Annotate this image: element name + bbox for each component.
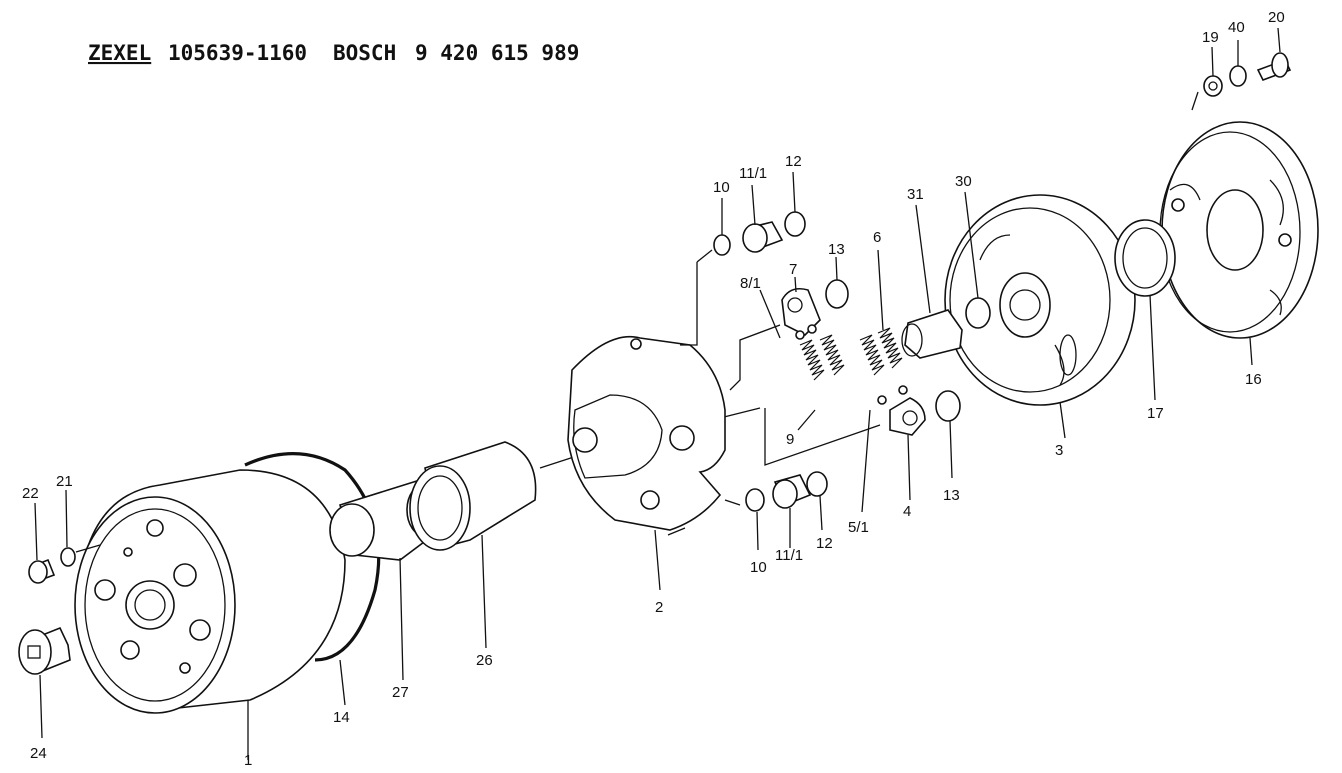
label-10-upper: 10 bbox=[713, 179, 730, 196]
label-40: 40 bbox=[1228, 19, 1245, 36]
sleeve-part-26 bbox=[409, 441, 537, 649]
flyweight-carrier-part-2 bbox=[567, 262, 726, 591]
label-5-1: 5/1 bbox=[848, 519, 869, 536]
bolt-part-20 bbox=[1256, 27, 1292, 81]
bushing-part-11-1-lower bbox=[772, 474, 812, 548]
label-14: 14 bbox=[333, 709, 350, 726]
shim-part-13-upper bbox=[825, 256, 849, 309]
spring-part-6 bbox=[859, 249, 903, 376]
screw-part-22 bbox=[28, 502, 56, 584]
pin-part-10-lower bbox=[745, 488, 765, 551]
label-4: 4 bbox=[903, 503, 911, 520]
plug-part-24 bbox=[18, 626, 71, 739]
bushing-part-30 bbox=[964, 191, 991, 329]
label-8-1: 8/1 bbox=[740, 275, 761, 292]
label-12-upper: 12 bbox=[785, 153, 802, 170]
spring-seat-part-5-1 bbox=[861, 385, 908, 513]
label-17: 17 bbox=[1147, 405, 1164, 422]
label-2: 2 bbox=[655, 599, 663, 616]
spring-part-9 bbox=[729, 324, 845, 431]
washer-part-40 bbox=[1229, 40, 1247, 87]
adjusting-bolt-part-31 bbox=[901, 204, 963, 359]
label-31: 31 bbox=[907, 186, 924, 203]
washer-part-21 bbox=[60, 489, 101, 567]
cover-part-16 bbox=[1159, 121, 1319, 366]
label-26: 26 bbox=[476, 652, 493, 669]
bushing-part-11-1-upper bbox=[742, 184, 784, 253]
label-9: 9 bbox=[786, 431, 794, 448]
label-22: 22 bbox=[22, 485, 39, 502]
guide-lines bbox=[696, 249, 881, 506]
spring-seat-part-8-1 bbox=[759, 289, 817, 340]
header-part-number-zexel: 105639-1160 bbox=[168, 41, 307, 65]
label-13-lower: 13 bbox=[943, 487, 960, 504]
label-11-1-upper: 11/1 bbox=[739, 165, 767, 182]
label-19: 19 bbox=[1202, 29, 1219, 46]
header-brand-bosch: BOSCH bbox=[333, 41, 396, 65]
label-21: 21 bbox=[56, 473, 73, 490]
label-12-lower: 12 bbox=[816, 535, 833, 552]
washer-part-19 bbox=[1191, 46, 1223, 111]
housing-part-1 bbox=[74, 469, 346, 760]
flyweight-housing-part-3 bbox=[944, 194, 1136, 439]
label-10-lower: 10 bbox=[750, 559, 767, 576]
seal-part-17 bbox=[1114, 219, 1176, 401]
shim-part-12-upper bbox=[784, 171, 806, 237]
label-24: 24 bbox=[30, 745, 47, 762]
shim-part-12-lower bbox=[806, 471, 828, 531]
label-3: 3 bbox=[1055, 442, 1063, 459]
header-brand-zexel: ZEXEL bbox=[88, 41, 151, 65]
flyweight-part-4 bbox=[889, 397, 926, 501]
label-13-upper: 13 bbox=[828, 241, 845, 258]
header-part-number-bosch: 9 420 615 989 bbox=[415, 41, 579, 65]
label-30: 30 bbox=[955, 173, 972, 190]
shim-part-13-lower bbox=[935, 390, 961, 479]
label-16: 16 bbox=[1245, 371, 1262, 388]
label-1: 1 bbox=[244, 752, 252, 769]
label-6: 6 bbox=[873, 229, 881, 246]
pin-part-10-upper bbox=[713, 198, 731, 256]
label-7: 7 bbox=[789, 261, 797, 278]
label-27: 27 bbox=[392, 684, 409, 701]
label-20: 20 bbox=[1268, 9, 1285, 26]
label-11-1-lower: 11/1 bbox=[775, 547, 803, 564]
